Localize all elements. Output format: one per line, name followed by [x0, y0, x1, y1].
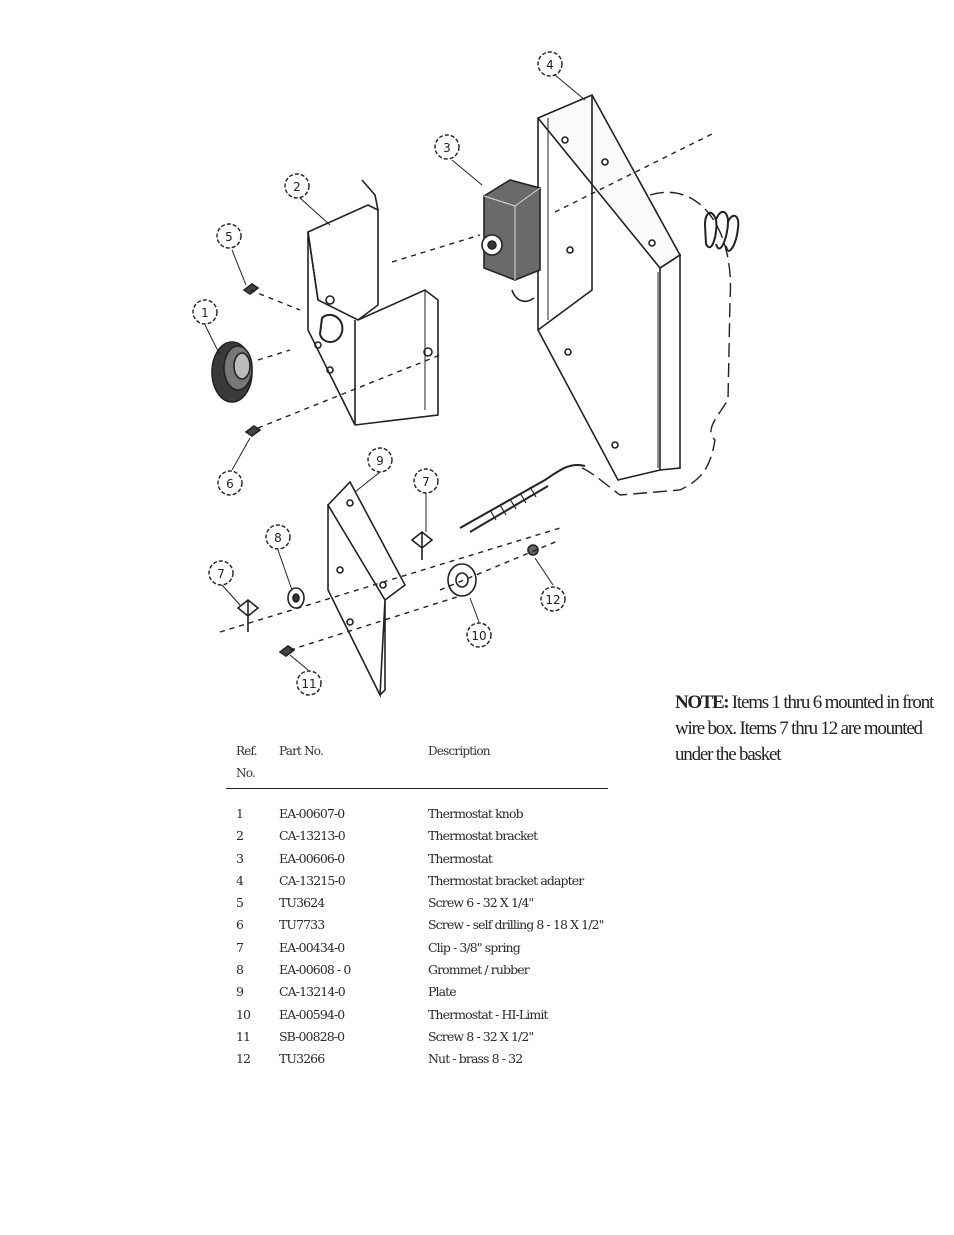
callout-1: 1	[201, 306, 209, 320]
callout-7b: 7	[217, 567, 225, 581]
callout-10: 10	[471, 629, 486, 643]
desc-cell: Thermostat bracket	[428, 828, 538, 844]
header-divider	[226, 788, 608, 789]
ref-cell: 8	[236, 962, 244, 978]
desc-cell: Nut - brass 8 - 32	[428, 1051, 523, 1067]
ref-cell: 5	[236, 895, 244, 911]
ref-cell: 1	[236, 806, 244, 821]
table-row: 6 TU7733 Screw - self drilling 8 - 18 X 1/…	[226, 917, 626, 939]
table-row: 12 TU3266 Nut - brass 8 - 32	[226, 1051, 626, 1073]
note-text: Items 1 thru 6 mounted in front wire box…	[675, 692, 934, 765]
callout-3: 3	[443, 141, 451, 155]
callout-5: 5	[225, 230, 233, 244]
ref-cell: 11	[236, 1028, 251, 1044]
plate-part	[326, 480, 407, 699]
part-cell: TU3266	[279, 1051, 325, 1067]
thermostat-bracket-part	[307, 179, 439, 426]
desc-cell: Screw 6 - 32 X 1/4"	[428, 895, 534, 911]
hi-limit-probe-part	[459, 464, 586, 533]
ref-cell: 3	[236, 850, 244, 866]
ref-cell: 2	[236, 828, 244, 844]
ref-cell: 12	[236, 1051, 251, 1067]
ref-cell: 6	[236, 917, 244, 933]
thermostat-part	[481, 179, 541, 303]
wire-box-outline	[574, 191, 732, 496]
callout-12: 12	[545, 593, 560, 607]
ref-cell: 4	[236, 872, 244, 888]
callout-9: 9	[376, 454, 384, 468]
part-cell: CA-13215-0	[279, 872, 346, 888]
callout-8: 8	[274, 531, 282, 545]
desc-cell: Clip - 3/8" spring	[428, 939, 521, 955]
table-row: 7 EA-00434-0 Clip - 3/8" spring	[226, 940, 626, 962]
note-label: NOTE:	[675, 692, 730, 713]
desc-cell: Thermostat knob	[428, 806, 524, 821]
callout-2: 2	[293, 180, 301, 194]
part-cell: TU3624	[279, 895, 325, 911]
header-ref-no: No.	[236, 766, 256, 780]
desc-cell: Plate	[428, 984, 457, 1000]
desc-cell: Thermostat bracket adapter	[428, 872, 584, 888]
table-row: 5 TU3624 Screw 6 - 32 X 1/4"	[226, 895, 626, 917]
part-cell: CA-13214-0	[279, 984, 346, 1000]
part-cell: EA-00607-0	[279, 806, 345, 821]
callout-6: 6	[226, 477, 234, 491]
table-row: 3 EA-00606-0 Thermostat	[226, 851, 626, 873]
part-cell: TU7733	[279, 917, 325, 933]
parts-table: Ref. No. Part No. Description 1 EA-00607-…	[226, 740, 610, 1066]
assembly-note: NOTE: Items 1 thru 6 mounted in front wi…	[675, 690, 935, 768]
header-part-no: Part No.	[279, 744, 324, 758]
callout-7: 7	[422, 475, 430, 489]
table-row: 9 CA-13214-0 Plate	[226, 984, 626, 1006]
table-row: 10 EA-00594-0 Thermostat - HI-Limit	[226, 1007, 626, 1029]
callout-11: 11	[301, 677, 316, 691]
ref-cell: 7	[236, 939, 244, 955]
header-description: Description	[428, 744, 490, 758]
part-cell: CA-13213-0	[279, 828, 346, 844]
part-cell: EA-00606-0	[279, 850, 345, 866]
table-row: 2 CA-13213-0 Thermostat bracket	[226, 828, 626, 850]
part-cell: EA-00608 - 0	[279, 962, 351, 978]
parts-table-header: Ref. No. Part No. Description	[226, 740, 610, 788]
desc-cell: Screw 8 - 32 X 1/2"	[428, 1028, 534, 1044]
header-ref: Ref.	[236, 744, 258, 758]
table-row: 1 EA-00607-0 Thermostat knob	[226, 806, 626, 828]
desc-cell: Thermostat	[428, 850, 493, 866]
exploded-parts-diagram: 1 2 3 4 5 6 9 7 8 7 12 10 11	[192, 51, 740, 699]
part-cell: EA-00594-0	[279, 1006, 345, 1022]
desc-cell: Thermostat - HI-Limit	[428, 1006, 548, 1022]
ref-cell: 10	[236, 1006, 251, 1022]
ref-cell: 9	[236, 984, 244, 1000]
desc-cell: Screw - self drilling 8 - 18 X 1/2"	[428, 917, 604, 933]
part-cell: EA-00434-0	[279, 939, 345, 955]
bracket-adapter-part	[536, 93, 682, 481]
table-row: 11 SB-00828-0 Screw 8 - 32 X 1/2"	[226, 1029, 626, 1051]
table-row: 8 EA-00608 - 0 Grommet / rubber	[226, 962, 626, 984]
part-cell: SB-00828-0	[279, 1028, 345, 1044]
callout-labels: 1 2 3 4 5 6 9 7 8 7 12 10 11	[201, 58, 560, 691]
desc-cell: Grommet / rubber	[428, 962, 530, 978]
thermostat-knob-part	[211, 341, 253, 403]
callout-4: 4	[546, 58, 554, 72]
table-row: 4 CA-13215-0 Thermostat bracket adapter	[226, 873, 626, 895]
